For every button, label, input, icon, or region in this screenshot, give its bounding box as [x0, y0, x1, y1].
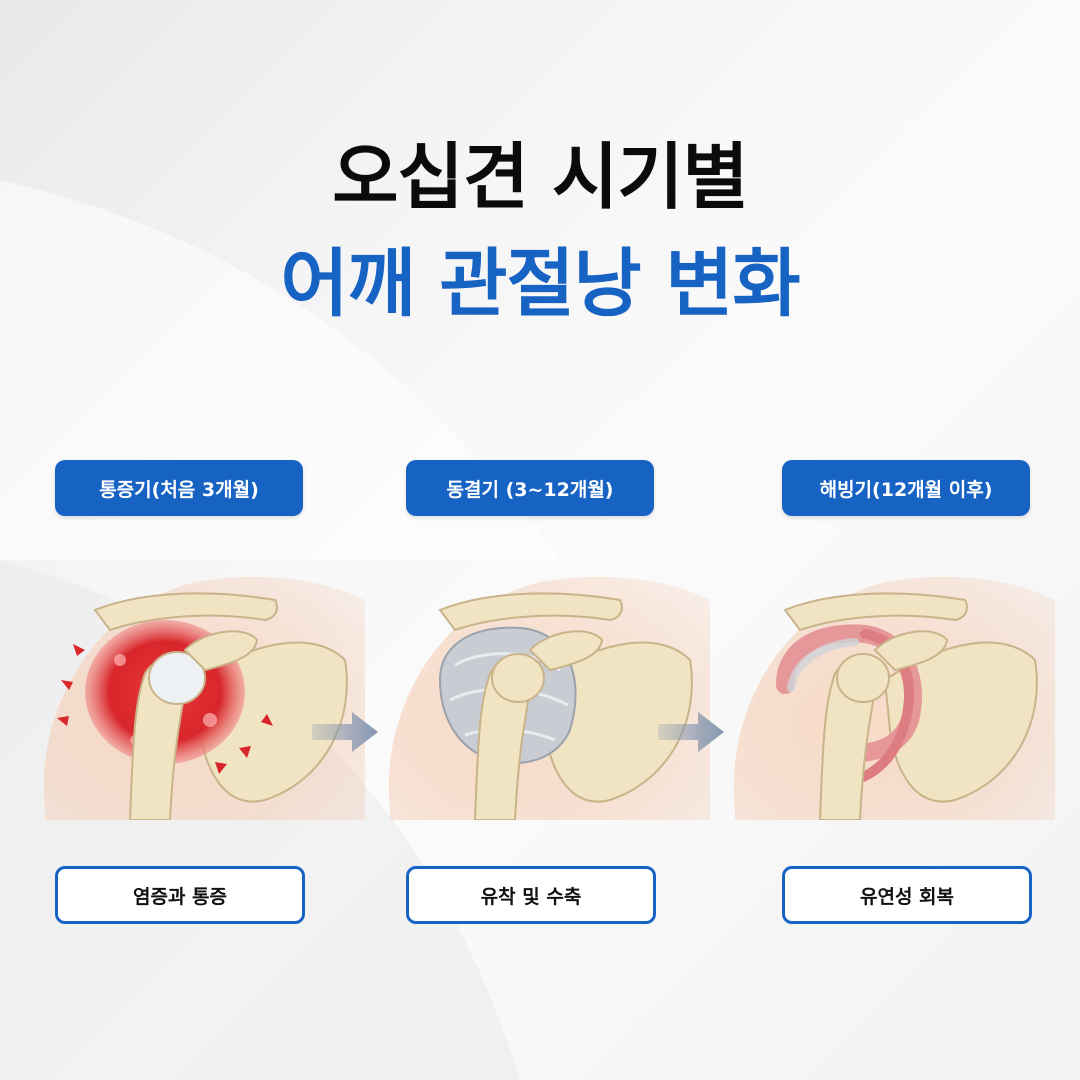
humeral-head — [148, 651, 206, 705]
stage-caption-painful: 염증과 통증 — [55, 866, 305, 924]
acromion — [183, 630, 259, 672]
stage-frozen: 동결기 (3~12개월) 유착 및 수축 — [370, 0, 710, 1080]
stage-caption-thawing: 유연성 회복 — [782, 866, 1032, 924]
shoulder-illustration-frozen — [388, 576, 710, 820]
clavicle — [93, 592, 278, 632]
shoulder-illustration-thawing — [733, 576, 1055, 820]
stage-label-painful: 통증기(처음 3개월) — [55, 460, 303, 516]
stage-label-thawing: 해빙기(12개월 이후) — [782, 460, 1030, 516]
shoulder-illustration-inflamed — [43, 576, 365, 820]
right-arrow-icon — [658, 712, 724, 752]
page-title-line-2: 어깨 관절낭 변화 — [280, 241, 800, 327]
stage-painful: 통증기(처음 3개월) — [25, 0, 365, 1080]
right-arrow-icon — [312, 712, 378, 752]
stage-thawing: 해빙기(12개월 이후) 유연성 회복 — [715, 0, 1055, 1080]
pain-marks — [57, 644, 273, 774]
stage-caption-frozen: 유착 및 수축 — [406, 866, 656, 924]
page-title-line-1: 오십견 시기별 — [332, 135, 749, 219]
stage-label-frozen: 동결기 (3~12개월) — [406, 460, 654, 516]
